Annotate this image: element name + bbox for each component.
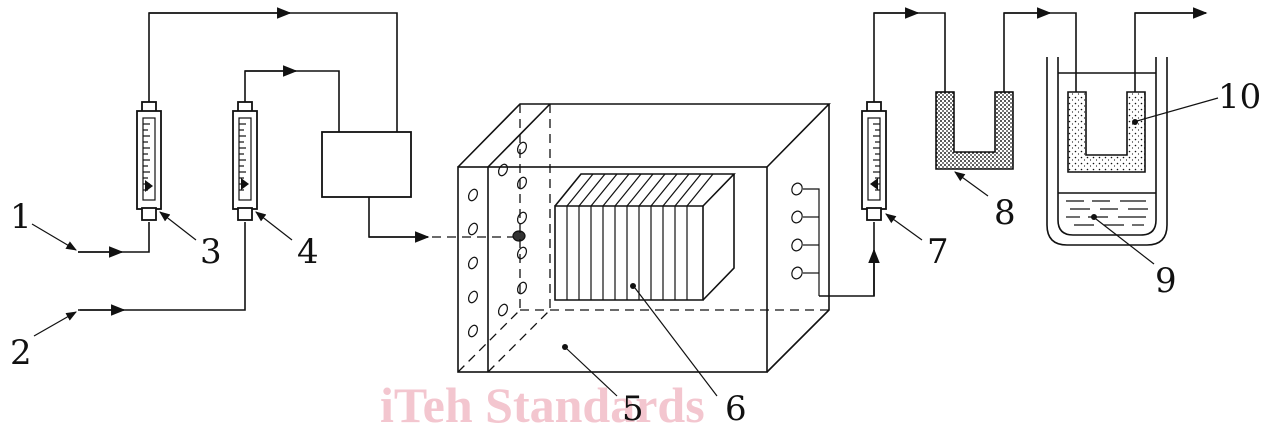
label-4: 4 <box>297 232 319 272</box>
label-2: 2 <box>10 333 32 373</box>
flowmeter-3 <box>136 101 162 221</box>
specimen-stack <box>554 173 736 301</box>
inlet-2-line <box>33 222 246 337</box>
label-6: 6 <box>725 389 747 427</box>
inlet-1-line <box>31 222 150 258</box>
label-1: 1 <box>10 197 32 237</box>
flowmeter-4 <box>232 101 258 221</box>
flowmeter-7 <box>861 101 887 221</box>
label-9: 9 <box>1155 261 1177 301</box>
leader-lines <box>159 97 1219 397</box>
mixing-vessel <box>321 131 412 198</box>
test-chamber <box>457 103 831 373</box>
cooling-bath <box>1046 57 1168 246</box>
desiccant-u-tube <box>935 91 1014 170</box>
label-8: 8 <box>994 193 1016 233</box>
outlet-piping <box>819 222 880 297</box>
exhaust-piping <box>873 7 1208 102</box>
mixer-outlet-pipe <box>368 197 526 243</box>
supply-piping <box>148 7 398 132</box>
label-7: 7 <box>927 232 949 272</box>
label-10: 10 <box>1218 77 1261 117</box>
watermark-text: iTeh Standards <box>380 377 705 427</box>
label-3: 3 <box>200 232 222 272</box>
label-5: 5 <box>622 389 644 427</box>
cooled-u-tube <box>1067 91 1146 173</box>
